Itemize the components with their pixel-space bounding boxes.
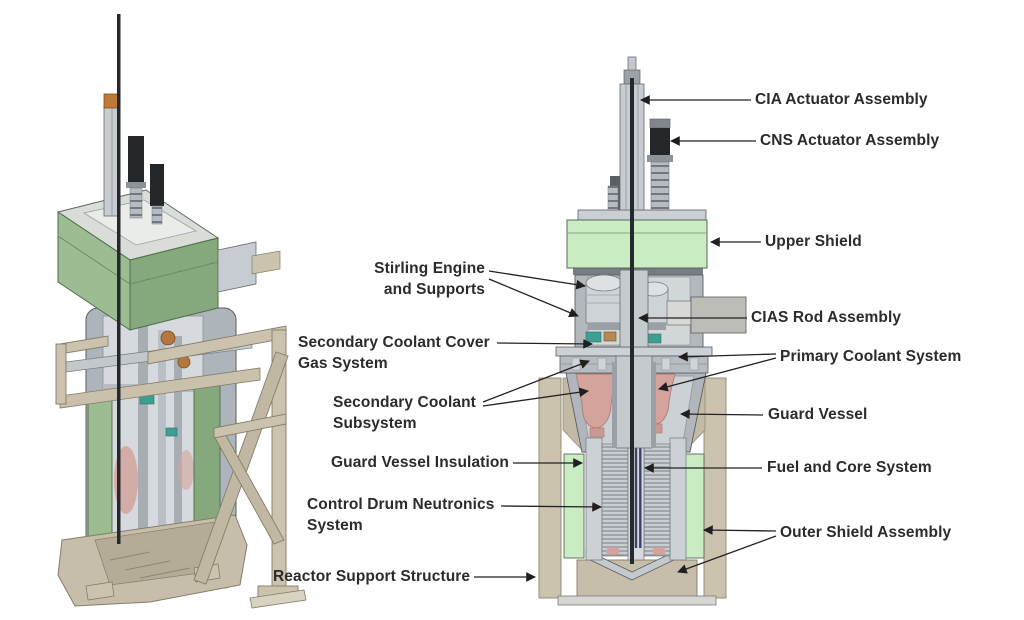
label-stirling-engine: Stirling Engine and Supports	[374, 260, 485, 298]
cias-rod-housing	[690, 296, 747, 334]
label-cias-rod: CIAS Rod Assembly	[751, 309, 902, 326]
reactor-isometric-view	[55, 14, 307, 609]
label-upper-shield: Upper Shield	[765, 233, 862, 250]
leader-sec-cover	[496, 339, 593, 349]
leader-sec-sub-b	[482, 387, 589, 407]
label-reactor-support: Reactor Support Structure	[273, 568, 471, 585]
stirling-engine-left	[585, 274, 623, 343]
leader-control-drum	[500, 502, 602, 512]
label-guard-vessel: Guard Vessel	[768, 406, 868, 423]
leader-primary-b	[658, 357, 777, 392]
leader-outer-shield-b	[677, 535, 777, 574]
leader-guard-vessel	[680, 409, 764, 419]
leader-outer-shield-a	[703, 525, 777, 535]
iso-control-rod	[117, 14, 121, 544]
label-secondary-coolant-subsystem: Secondary Coolant Subsystem	[333, 394, 476, 432]
reactor-section-view	[538, 56, 747, 606]
leader-stirling-a	[488, 270, 586, 290]
control-drum-left	[601, 443, 629, 557]
iso-actuator-towers	[103, 93, 164, 225]
leader-stirling-b	[488, 278, 579, 318]
label-guard-vessel-insulation: Guard Vessel Insulation	[330, 454, 509, 471]
leader-lines	[474, 95, 777, 582]
cia-actuator	[607, 56, 645, 211]
cns-actuator	[647, 118, 673, 211]
upper-shield-block	[566, 219, 708, 269]
label-cia-actuator: CIA Actuator Assembly	[755, 91, 928, 108]
label-control-drum: Control Drum Neutronics System	[307, 496, 495, 534]
label-fuel-core: Fuel and Core System	[767, 459, 932, 476]
central-control-rod	[630, 78, 634, 564]
control-drum-right	[643, 443, 671, 557]
leader-sec-sub-a	[482, 359, 590, 403]
outer-shield-slab-right	[683, 453, 705, 559]
label-outer-shield: Outer Shield Assembly	[780, 524, 952, 541]
leader-primary-a	[678, 351, 777, 362]
label-primary-coolant: Primary Coolant System	[780, 348, 962, 365]
outer-shield-slab-left	[563, 453, 585, 559]
iso-support-truss	[55, 325, 307, 609]
label-secondary-coolant-cover: Secondary Coolant Cover Gas System	[298, 334, 490, 372]
label-cns-actuator: CNS Actuator Assembly	[760, 132, 940, 149]
